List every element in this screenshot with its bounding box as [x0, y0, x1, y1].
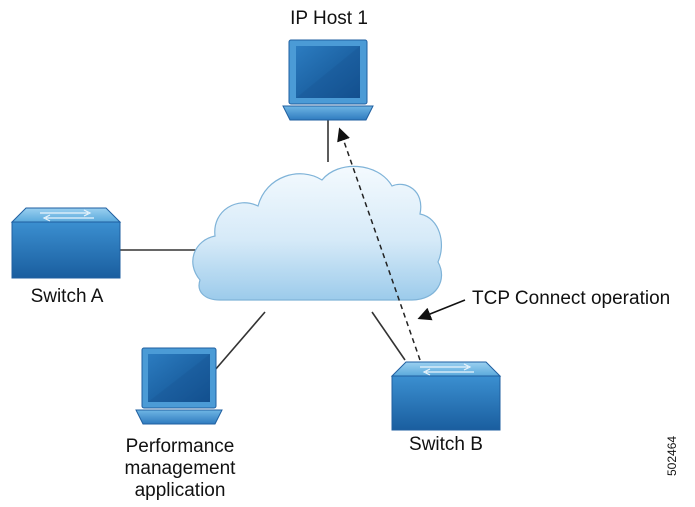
link-perf-cloud: [214, 311, 266, 371]
link-switch-b-cloud: [371, 311, 406, 361]
tcp-connect-label: TCP Connect operation: [472, 288, 671, 309]
tcp-label-pointer: [417, 299, 466, 321]
performance-app-label-line: management: [124, 458, 236, 479]
tcp-connect-arrow: [337, 127, 421, 361]
ip-host-label: IP Host 1: [290, 8, 368, 29]
ip-host-laptop: [282, 39, 374, 121]
performance-app-laptop: [135, 347, 223, 425]
performance-app-label-line: application: [134, 480, 226, 501]
switch-b-label: Switch B: [409, 434, 483, 455]
switch-b-device: [390, 361, 502, 431]
figure-id-label: 502464: [665, 435, 679, 476]
network-cloud: [192, 165, 443, 301]
switch-a-device: [10, 207, 122, 279]
switch-a-label: Switch A: [30, 286, 104, 307]
performance-app-label-line: Performance: [125, 436, 235, 457]
performance-app-label: Performance management application: [95, 436, 265, 502]
